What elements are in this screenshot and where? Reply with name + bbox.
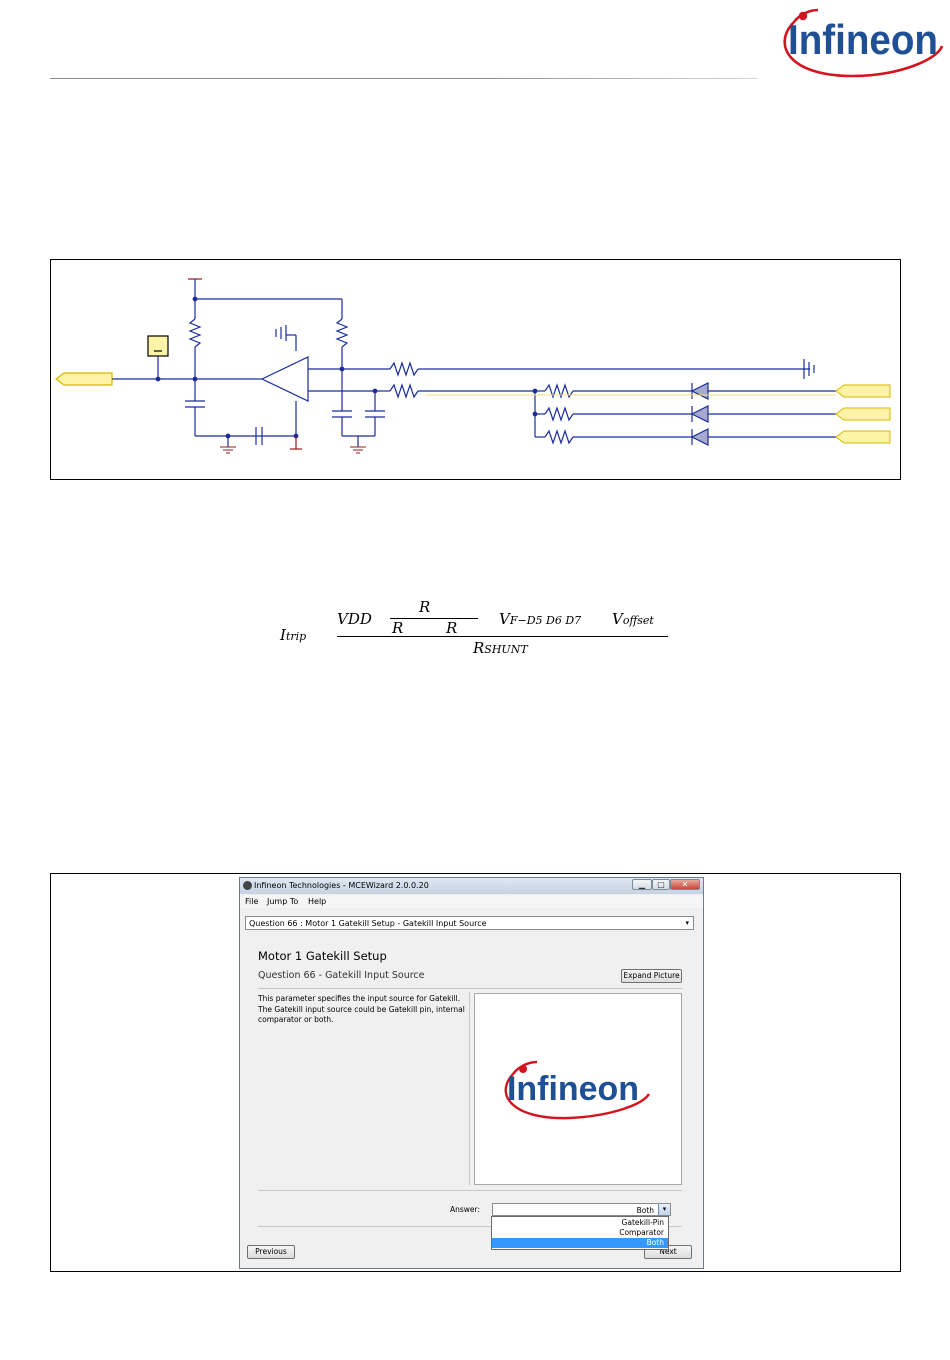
description-text: This parameter specifies the input sourc… <box>258 994 465 1024</box>
chevron-down-icon[interactable]: ▾ <box>658 1204 670 1215</box>
menu-bar: File Jump To Help <box>240 895 703 908</box>
formula-vf: VF−D5 D6 D7 <box>499 610 582 628</box>
chevron-down-icon: ▾ <box>685 919 689 927</box>
formula-vdd: VDD <box>337 610 372 628</box>
menu-file[interactable]: File <box>245 897 259 906</box>
picture-infineon-logo: Infineon <box>504 1060 651 1120</box>
resistor-d6 <box>544 406 574 422</box>
screenshot-frame <box>50 873 901 1272</box>
diode-d5 <box>690 382 709 400</box>
net-tag-2 <box>835 407 891 421</box>
close-button[interactable]: ✕ <box>670 879 700 890</box>
formula-r-left: R <box>392 619 404 637</box>
header-rule <box>50 78 758 79</box>
input-net-tag <box>55 372 113 386</box>
test-point-box <box>147 335 169 357</box>
option-gatekill-pin[interactable]: Gatekill-Pin <box>621 1218 664 1227</box>
menu-jump-to[interactable]: Jump To <box>267 897 299 906</box>
gatekill-comparator-schematic <box>55 278 891 454</box>
resistor-pullup <box>188 318 202 348</box>
window-title: Infineon Technologies - MCEWizard 2.0.0.… <box>254 881 429 890</box>
formula-r-top: R <box>419 598 431 616</box>
main-fraction-bar <box>337 636 668 637</box>
maximize-button[interactable]: □ <box>652 879 670 890</box>
option-both[interactable]: Both <box>492 1238 668 1248</box>
logo-dot <box>798 11 808 21</box>
previous-button[interactable]: Previous <box>247 1245 295 1259</box>
resistor-divider <box>335 318 349 348</box>
answer-select[interactable]: Both ▾ <box>492 1203 671 1216</box>
picture-logo-dot <box>519 1065 527 1073</box>
question-title: Question 66 - Gatekill Input Source <box>258 970 425 981</box>
mcewizard-window: Infineon Technologies - MCEWizard 2.0.0.… <box>239 877 704 1269</box>
separator-mid <box>258 1190 682 1191</box>
diode-d6 <box>690 405 709 423</box>
formula-voffset: Voffset <box>612 610 654 628</box>
formula-r-right: R <box>446 619 458 637</box>
resistor-feedback-bottom <box>389 383 419 399</box>
minimize-button[interactable]: ▁ <box>632 879 652 890</box>
answer-dropdown-list: Gatekill-Pin Comparator Both <box>491 1216 669 1250</box>
option-comparator[interactable]: Comparator <box>619 1228 664 1237</box>
resistor-feedback-top <box>389 361 419 377</box>
ground-symbols <box>220 446 366 454</box>
app-icon <box>243 881 252 890</box>
infineon-logo: Infineon <box>783 8 944 78</box>
formula-lhs: Itrip <box>280 626 307 644</box>
net-tag-1 <box>835 384 891 398</box>
formula-denominator: RSHUNT <box>473 639 528 657</box>
inner-fraction-bar <box>390 618 478 619</box>
description-divider <box>469 992 470 1185</box>
logo-text: Infineon <box>788 16 938 63</box>
question-select[interactable]: Question 66 : Motor 1 Gatekill Setup - G… <box>245 916 694 930</box>
expand-picture-button[interactable]: Expand Picture <box>621 969 682 983</box>
answer-label: Answer: <box>450 1205 481 1214</box>
window-titlebar: Infineon Technologies - MCEWizard 2.0.0.… <box>240 878 703 894</box>
picture-panel: Infineon <box>474 993 682 1185</box>
picture-logo-text: Infineon <box>507 1070 639 1108</box>
trip-current-formula: Itrip VDD R R R VF−D5 D6 D7 Voffset RSHU… <box>280 596 680 666</box>
separator-top <box>258 988 682 989</box>
separator-bottom <box>258 1226 682 1227</box>
section-title: Motor 1 Gatekill Setup <box>258 949 387 963</box>
schematic-frame <box>50 259 901 480</box>
resistor-d7 <box>544 429 574 445</box>
menu-help[interactable]: Help <box>308 897 327 906</box>
diode-d7 <box>690 428 709 446</box>
net-tag-3 <box>835 430 891 444</box>
comparator-opamp <box>260 356 309 402</box>
